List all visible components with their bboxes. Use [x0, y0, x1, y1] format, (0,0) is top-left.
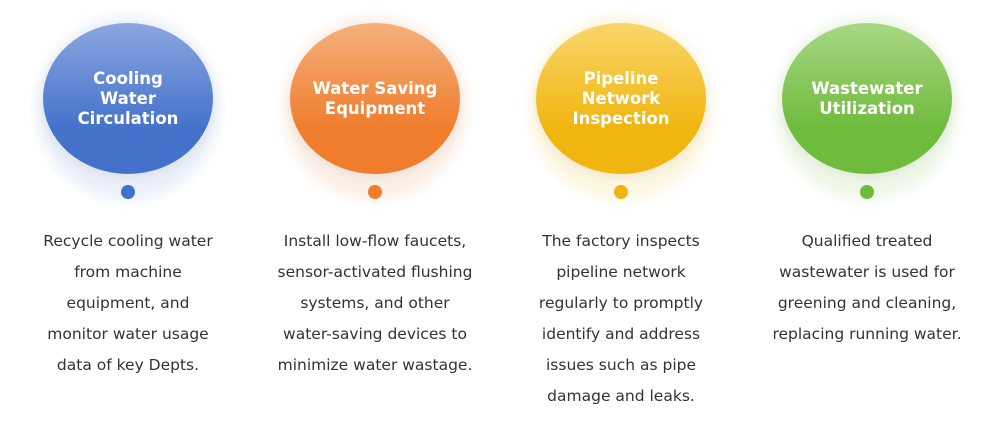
description-line: issues such as pipe	[545, 356, 696, 374]
description-line: The factory inspects	[542, 232, 700, 250]
description: Qualified treated wastewater is used for g…	[744, 226, 990, 350]
description-line: damage and leaks.	[547, 387, 695, 405]
dot-marker	[121, 185, 135, 199]
dot-marker	[860, 185, 874, 199]
description-line: greening and cleaning,	[777, 294, 957, 312]
circle-title: Pipeline Network Inspection	[572, 68, 670, 128]
description-line: monitor water usage	[47, 325, 209, 343]
description-line: pipeline network	[556, 263, 686, 281]
description-line: sensor-activated flushing	[277, 263, 473, 281]
column-cooling-water-circulation: Cooling Water Circulation Recycle coolin…	[5, 0, 251, 447]
dot-marker	[614, 185, 628, 199]
description-line: Install low-flow faucets,	[283, 232, 467, 250]
description-line: identify and address	[541, 325, 701, 343]
column-wastewater-utilization: Wastewater Utilization Qualified treated…	[744, 0, 990, 447]
column-water-saving-equipment: Water Saving Equipment Install low-flow …	[252, 0, 498, 447]
circle-title: Cooling Water Circulation	[77, 68, 179, 128]
description-line: wastewater is used for	[779, 263, 955, 281]
description: Recycle cooling water from machine equipme…	[5, 226, 251, 381]
circle-title: Wastewater Utilization	[811, 78, 923, 118]
description-line: Qualified treated	[801, 232, 933, 250]
description-line: minimize water wastage.	[277, 356, 473, 374]
description: Install low-flow faucets, sensor-activate…	[252, 226, 498, 381]
circle-title: Water Saving Equipment	[312, 78, 438, 118]
title-circle: Cooling Water Circulation	[43, 23, 213, 174]
description-line: replacing running water.	[772, 325, 962, 343]
description-line: water-saving devices to	[283, 325, 467, 343]
dot-marker	[368, 185, 382, 199]
title-circle: Water Saving Equipment	[290, 23, 460, 174]
description: The factory inspects pipeline network regu…	[498, 226, 744, 412]
description-line: systems, and other	[300, 294, 450, 312]
description-line: data of key Depts.	[56, 356, 200, 374]
description-line: regularly to promptly	[538, 294, 704, 312]
description-line: from machine	[74, 263, 182, 281]
description-line: equipment, and	[66, 294, 190, 312]
title-circle: Wastewater Utilization	[782, 23, 952, 174]
column-pipeline-network-inspection: Pipeline Network Inspection The factory …	[498, 0, 744, 447]
description-line: Recycle cooling water	[43, 232, 213, 250]
title-circle: Pipeline Network Inspection	[536, 23, 706, 174]
